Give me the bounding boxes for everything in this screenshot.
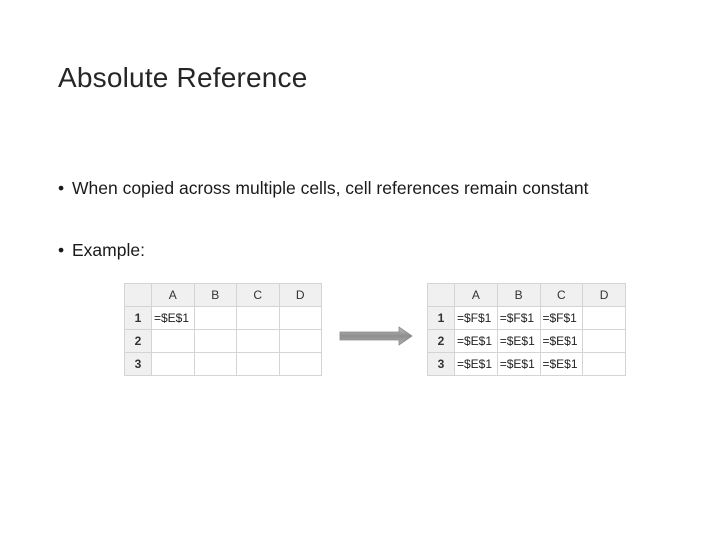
row-header[interactable]: 3 bbox=[124, 352, 152, 376]
cell-d2[interactable] bbox=[278, 329, 322, 353]
table-row: 3 bbox=[124, 352, 322, 376]
table-row: 1 =$E$1 bbox=[124, 306, 322, 330]
bullet-dot-icon: • bbox=[58, 178, 65, 198]
cell-b3[interactable]: =$E$1 bbox=[496, 352, 541, 376]
cell-b1[interactable]: =$F$1 bbox=[496, 306, 541, 330]
cell-c1[interactable]: =$F$1 bbox=[539, 306, 584, 330]
table-row: 2 =$E$1 =$E$1 =$E$1 bbox=[427, 329, 626, 353]
column-header-a[interactable]: A bbox=[454, 283, 498, 307]
table-row: 1 =$F$1 =$F$1 =$F$1 bbox=[427, 306, 626, 330]
cell-c3[interactable]: =$E$1 bbox=[539, 352, 584, 376]
cell-d1[interactable] bbox=[278, 306, 322, 330]
column-header-c[interactable]: C bbox=[539, 283, 584, 307]
bullet-text: Example: bbox=[72, 240, 145, 260]
row-header[interactable]: 1 bbox=[124, 306, 152, 330]
cell-b2[interactable] bbox=[193, 329, 237, 353]
slide-title: Absolute Reference bbox=[58, 62, 308, 93]
cell-a1[interactable]: =$F$1 bbox=[454, 306, 498, 330]
column-header-d[interactable]: D bbox=[582, 283, 626, 307]
spreadsheet-before: A B C D 1 =$E$1 2 3 bbox=[124, 283, 322, 376]
cell-b2[interactable]: =$E$1 bbox=[496, 329, 541, 353]
bullet-text: When copied across multiple cells, cell … bbox=[72, 178, 589, 198]
row-header[interactable]: 1 bbox=[427, 306, 455, 330]
cell-d2[interactable] bbox=[582, 329, 626, 353]
cell-a3[interactable] bbox=[151, 352, 195, 376]
cell-d1[interactable] bbox=[582, 306, 626, 330]
cell-a1[interactable]: =$E$1 bbox=[151, 306, 195, 330]
row-header[interactable]: 3 bbox=[427, 352, 455, 376]
cell-c2[interactable]: =$E$1 bbox=[539, 329, 584, 353]
cell-a3[interactable]: =$E$1 bbox=[454, 352, 498, 376]
table-row: 3 =$E$1 =$E$1 =$E$1 bbox=[427, 352, 626, 376]
spreadsheet-after: A B C D 1 =$F$1 =$F$1 =$F$1 2 =$E$1 =$E$… bbox=[427, 283, 626, 376]
cell-a2[interactable]: =$E$1 bbox=[454, 329, 498, 353]
bullet-list: • When copied across multiple cells, cel… bbox=[58, 176, 698, 262]
cell-a2[interactable] bbox=[151, 329, 195, 353]
cell-c2[interactable] bbox=[236, 329, 280, 353]
cell-b3[interactable] bbox=[193, 352, 237, 376]
corner-cell bbox=[427, 283, 455, 307]
cell-d3[interactable] bbox=[582, 352, 626, 376]
right-arrow-icon bbox=[339, 326, 413, 346]
cell-b1[interactable] bbox=[193, 306, 237, 330]
cell-c1[interactable] bbox=[236, 306, 280, 330]
column-header-d[interactable]: D bbox=[278, 283, 322, 307]
table-row: 2 bbox=[124, 329, 322, 353]
column-header-a[interactable]: A bbox=[151, 283, 195, 307]
column-header-c[interactable]: C bbox=[236, 283, 280, 307]
bullet-item: • Example: bbox=[58, 238, 698, 262]
bullet-dot-icon: • bbox=[58, 240, 65, 260]
column-header-row: A B C D bbox=[124, 283, 322, 307]
row-header[interactable]: 2 bbox=[427, 329, 455, 353]
cell-d3[interactable] bbox=[278, 352, 322, 376]
row-header[interactable]: 2 bbox=[124, 329, 152, 353]
bullet-item: • When copied across multiple cells, cel… bbox=[58, 176, 698, 200]
column-header-b[interactable]: B bbox=[496, 283, 541, 307]
corner-cell bbox=[124, 283, 152, 307]
column-header-b[interactable]: B bbox=[193, 283, 237, 307]
column-header-row: A B C D bbox=[427, 283, 626, 307]
cell-c3[interactable] bbox=[236, 352, 280, 376]
